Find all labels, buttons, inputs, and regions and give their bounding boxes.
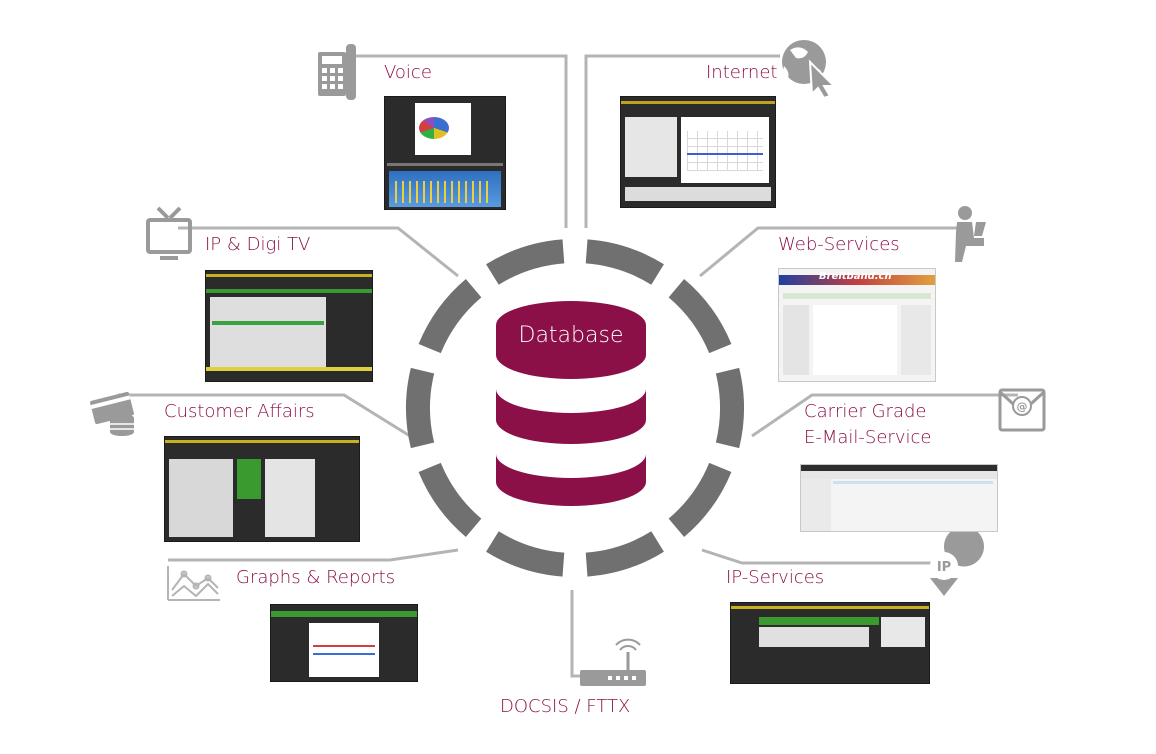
node-label-mail-line2[interactable]: E-Mail-Service (804, 427, 932, 448)
segmented-ring (406, 239, 744, 577)
person-laptop-icon (955, 206, 986, 262)
web-screenshot[interactable]: Breitband.ch (778, 268, 936, 382)
ring-segment (715, 367, 744, 449)
node-label-graphs[interactable]: Graphs & Reports (236, 567, 396, 588)
ip-pin-icon: IP (930, 526, 984, 596)
ring-segment (418, 462, 482, 537)
router-icon (580, 638, 646, 686)
line-graph-icon (167, 566, 220, 601)
internet-screenshot[interactable] (620, 96, 776, 208)
graphs-screenshot[interactable] (270, 604, 418, 682)
svg-text:IP: IP (937, 560, 951, 575)
svg-text:@: @ (1017, 400, 1028, 413)
ring-segment (668, 462, 732, 537)
email-icon: @ (998, 388, 1046, 432)
node-label-voice[interactable]: Voice (384, 62, 432, 83)
node-label-docsis[interactable]: DOCSIS / FTTX (500, 696, 631, 717)
ring-segment (406, 367, 435, 449)
customer-screenshot[interactable] (164, 436, 360, 542)
phone-icon (318, 44, 356, 100)
card-coins-icon (90, 391, 134, 436)
connector-internet (584, 54, 780, 228)
ring-segment (668, 279, 732, 354)
ipservices-screenshot[interactable] (730, 602, 930, 684)
ring-segment (486, 531, 565, 577)
connector-docsis (570, 590, 580, 678)
node-label-customer[interactable]: Customer Affairs (164, 401, 315, 422)
connector-iptv (178, 226, 459, 278)
ring-segment (486, 239, 565, 285)
web-logo: Breitband.ch (819, 271, 892, 282)
database-label: Database (518, 323, 624, 348)
voice-screenshot[interactable] (384, 96, 506, 210)
node-label-iptv[interactable]: IP & Digi TV (205, 234, 311, 255)
ring-segment (585, 531, 664, 577)
connector-mail (751, 393, 1018, 438)
node-label-web[interactable]: Web-Services (778, 234, 900, 255)
iptv-screenshot[interactable] (205, 270, 373, 382)
node-label-ipservices[interactable]: IP-Services (726, 567, 825, 588)
mail-screenshot[interactable] (800, 464, 998, 532)
tv-icon (146, 206, 192, 260)
connector-graphs (168, 548, 459, 562)
node-label-mail-line1[interactable]: Carrier Grade (804, 401, 927, 422)
connector-ipservices (701, 548, 944, 565)
globe-cursor-icon (782, 40, 837, 100)
connector-web (699, 226, 968, 278)
connector-customer (118, 393, 411, 438)
ring-segment (418, 279, 482, 354)
node-label-internet[interactable]: Internet (706, 62, 778, 83)
connector-lines (118, 54, 1018, 678)
connector-voice (352, 54, 568, 228)
ring-segment (585, 239, 664, 285)
database-icon (496, 301, 646, 506)
